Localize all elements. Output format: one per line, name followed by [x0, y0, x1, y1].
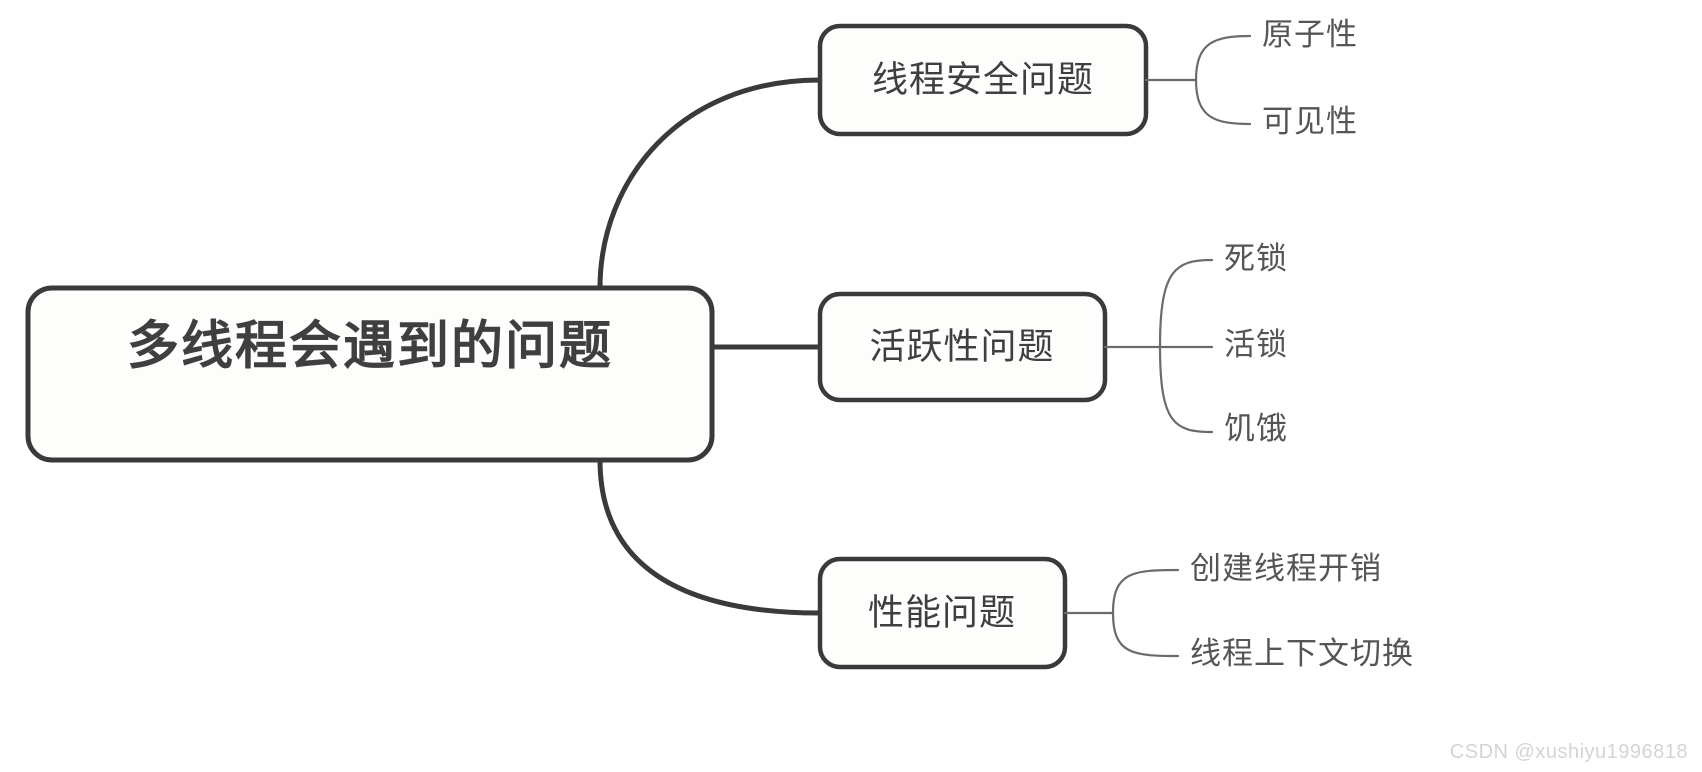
- leaf-label-2-1: 死锁: [1224, 241, 1288, 276]
- leaf-edge-1-1: [1194, 34, 1252, 82]
- leaf-edge-3-2: [1111, 611, 1180, 658]
- leaf-edge-1-2: [1194, 78, 1252, 126]
- edge-root-to-branch-3: [597, 457, 823, 616]
- leaf-edge-2-1: [1158, 258, 1214, 349]
- branch-node-3[interactable]: 性能问题: [817, 556, 1068, 670]
- root-node-box: [25, 285, 715, 463]
- leaf-edge-2-3: [1158, 345, 1214, 434]
- root-node[interactable]: 多线程会遇到的问题: [25, 285, 715, 463]
- leaf-edge-3-1: [1111, 568, 1180, 615]
- leaf-label-1-2: 可见性: [1262, 104, 1358, 139]
- branch-node-2-label: 活跃性问题: [869, 326, 1054, 367]
- branch-node-2[interactable]: 活跃性问题: [817, 291, 1108, 403]
- leaf-label-2-2: 活锁: [1224, 327, 1288, 362]
- leaf-label-2-3: 饥饿: [1224, 411, 1288, 446]
- branch-node-1[interactable]: 线程安全问题: [817, 23, 1149, 137]
- leaf-label-1-1: 原子性: [1262, 17, 1358, 52]
- leaf-label-3-2: 线程上下文切换: [1190, 636, 1414, 671]
- leaf-label-3-1: 创建线程开销: [1190, 551, 1382, 586]
- branch-node-1-label: 线程安全问题: [872, 59, 1094, 100]
- branch-node-3-label: 性能问题: [868, 592, 1016, 633]
- edge-root-to-branch-1: [597, 77, 823, 291]
- watermark-text: CSDN @xushiyu1996818: [1449, 741, 1688, 763]
- root-node-label: 多线程会遇到的问题: [127, 318, 613, 376]
